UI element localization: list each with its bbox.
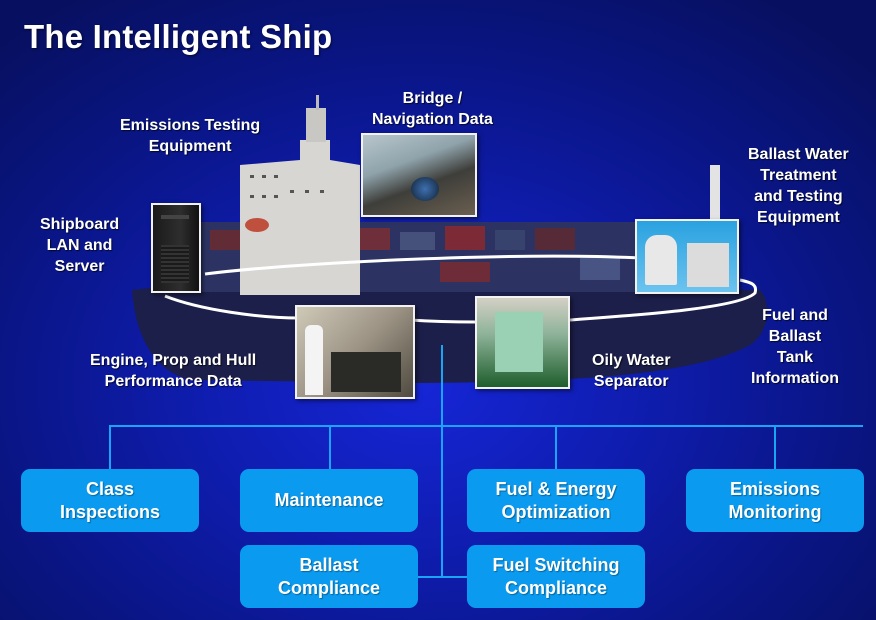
server-photo [151,203,201,293]
oily-water-separator-photo [475,296,570,389]
box-maintenance[interactable]: Maintenance [240,469,418,532]
page-title: The Intelligent Ship [24,18,333,55]
box-emissions-monitoring[interactable]: Emissions Monitoring [686,469,864,532]
engine-control-room-photo [295,305,415,399]
label-ballast-water-treatment: Ballast Water Treatment and Testing Equi… [748,146,849,226]
label-oily-water-separator: Oily Water Separator [592,352,671,390]
connector-maintenance [329,425,331,469]
connector-horizontal-top [109,425,863,427]
connector-trunk [441,345,443,578]
label-emissions-testing: Emissions Testing Equipment [120,117,261,155]
box-class-inspections[interactable]: Class Inspections [21,469,199,532]
bridge-photo [361,133,477,217]
label-fuel-ballast-tank: Fuel and Ballast Tank Information [751,307,839,387]
box-fuel-energy-optimization[interactable]: Fuel & Energy Optimization [467,469,645,532]
label-shipboard-lan: Shipboard LAN and Server [40,216,120,275]
connector-emissions [774,425,776,469]
connector-bottom [418,576,467,578]
connector-class [109,425,111,469]
box-ballast-compliance[interactable]: Ballast Compliance [240,545,418,608]
ballast-water-equipment-photo [635,219,739,294]
connector-fuel-energy [555,425,557,469]
label-engine-prop-hull: Engine, Prop and Hull Performance Data [90,352,257,390]
box-fuel-switching-compliance[interactable]: Fuel Switching Compliance [467,545,645,608]
label-bridge-navigation: Bridge / Navigation Data [372,90,493,128]
